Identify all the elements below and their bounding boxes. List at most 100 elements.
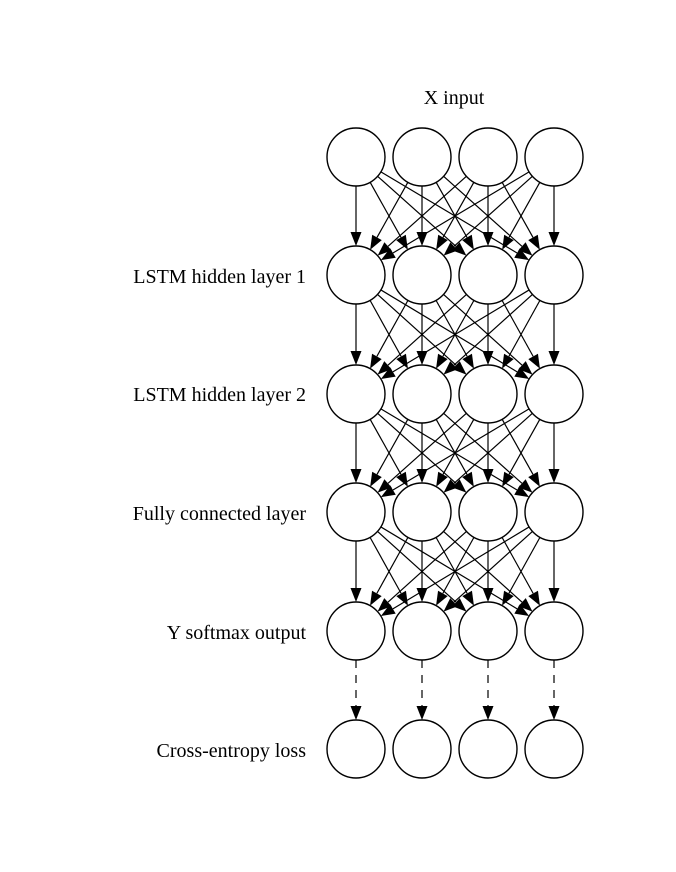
input-label: X input <box>424 87 485 109</box>
edge-fc-3-to-softmax-4-arrowhead <box>528 590 540 606</box>
node-loss-1 <box>326 719 386 779</box>
edge-fc-4-to-softmax-1 <box>392 526 530 610</box>
layer-label-loss: Cross-entropy loss <box>157 740 307 762</box>
edge-input-2-to-lstm1-4 <box>443 175 523 247</box>
node-input-1 <box>326 127 386 187</box>
edge-softmax-1-to-loss-1-arrowhead <box>350 706 362 720</box>
edge-fc-3-to-softmax-1 <box>387 530 467 603</box>
edge-lstm1-3-to-lstm2-1 <box>387 293 467 366</box>
node-fc-1 <box>326 482 386 542</box>
edge-input-3-to-lstm1-3-arrowhead <box>482 232 494 246</box>
edge-fc-3-to-softmax-1-arrowhead <box>377 598 392 612</box>
edge-lstm1-4-to-lstm2-2-arrowhead <box>443 361 458 375</box>
node-fc-3 <box>458 482 518 542</box>
edge-lstm1-4-to-lstm2-3-arrowhead <box>502 353 514 369</box>
edge-input-4-to-lstm1-3-arrowhead <box>502 234 514 250</box>
edge-lstm2-2-to-fc-4-arrowhead <box>518 479 533 493</box>
edge-lstm2-2-to-fc-4 <box>443 412 523 484</box>
edge-lstm1-1-to-lstm2-3 <box>377 293 457 366</box>
edge-input-4-to-lstm1-4-arrowhead <box>548 232 560 246</box>
node-input-2 <box>392 127 452 187</box>
edge-lstm2-4-to-fc-1-arrowhead <box>380 485 396 498</box>
edge-fc-3-to-softmax-2 <box>442 537 475 594</box>
edge-fc-1-to-softmax-4-arrowhead <box>514 604 530 617</box>
edge-fc-2-to-softmax-3 <box>435 537 468 594</box>
edge-lstm1-3-to-lstm2-1-arrowhead <box>377 361 392 375</box>
nodes-group <box>326 127 584 779</box>
edge-input-1-to-lstm1-4-arrowhead <box>514 248 530 261</box>
edge-input-2-to-lstm1-2-arrowhead <box>416 232 428 246</box>
edge-fc-1-to-softmax-3-arrowhead <box>452 598 467 612</box>
edge-lstm1-1-to-lstm2-4-arrowhead <box>514 367 530 380</box>
node-lstm1-2 <box>392 245 452 305</box>
edge-input-2-to-lstm1-3-arrowhead <box>462 234 474 250</box>
edge-input-4-to-lstm1-1-arrowhead <box>380 248 396 261</box>
node-loss-4 <box>524 719 584 779</box>
edge-fc-2-to-softmax-4 <box>443 530 523 603</box>
edge-input-2-to-lstm1-1-arrowhead <box>370 234 382 250</box>
edge-fc-1-to-softmax-4 <box>380 526 518 610</box>
edge-lstm2-4-to-fc-2-arrowhead <box>443 479 458 493</box>
edge-lstm1-2-to-lstm2-1-arrowhead <box>370 353 382 369</box>
edge-softmax-3-to-loss-3-arrowhead <box>482 706 494 720</box>
edge-lstm1-4-to-lstm2-2 <box>453 293 533 366</box>
edge-input-4-to-lstm1-3 <box>508 182 541 238</box>
edge-lstm2-3-to-fc-2-arrowhead <box>436 471 448 487</box>
edge-lstm1-2-to-lstm2-3 <box>435 300 468 357</box>
edge-input-1-to-lstm1-2 <box>369 182 402 238</box>
edge-fc-2-to-softmax-4-arrowhead <box>518 598 533 612</box>
edge-lstm2-1-to-fc-4 <box>380 408 518 491</box>
node-input-3 <box>458 127 518 187</box>
edge-fc-3-to-softmax-4 <box>501 537 534 594</box>
edge-input-1-to-lstm1-3 <box>377 175 457 247</box>
edge-input-2-to-lstm1-4-arrowhead <box>518 242 533 256</box>
edge-lstm1-3-to-lstm2-2 <box>442 300 475 357</box>
edge-fc-2-to-softmax-1-arrowhead <box>370 590 382 606</box>
edge-lstm2-4-to-fc-3-arrowhead <box>502 471 514 487</box>
edge-lstm2-1-to-fc-4-arrowhead <box>514 485 530 498</box>
edge-lstm1-2-to-lstm2-4 <box>443 293 523 366</box>
edge-input-4-to-lstm1-2-arrowhead <box>443 242 458 256</box>
edge-input-1-to-lstm1-1-arrowhead <box>350 232 362 246</box>
edge-input-3-to-lstm1-1-arrowhead <box>377 242 392 256</box>
edge-lstm1-3-to-lstm2-2-arrowhead <box>436 353 448 369</box>
edges-group <box>350 171 560 720</box>
edge-lstm2-2-to-fc-1-arrowhead <box>370 471 382 487</box>
node-lstm2-4 <box>524 364 584 424</box>
edge-fc-4-to-softmax-3-arrowhead <box>502 590 514 606</box>
edge-input-2-to-lstm1-1 <box>376 182 409 238</box>
edge-lstm1-4-to-lstm2-4-arrowhead <box>548 351 560 365</box>
node-lstm2-3 <box>458 364 518 424</box>
edge-lstm1-2-to-lstm2-3-arrowhead <box>462 353 474 369</box>
edge-lstm2-4-to-fc-4-arrowhead <box>548 469 560 483</box>
layer-label-softmax: Y softmax output <box>167 622 307 644</box>
edge-lstm2-2-to-fc-1 <box>376 419 409 475</box>
edge-input-3-to-lstm1-1 <box>387 175 467 247</box>
node-softmax-1 <box>326 601 386 661</box>
node-lstm1-4 <box>524 245 584 305</box>
edge-lstm2-2-to-fc-3 <box>435 419 468 475</box>
edge-lstm1-1-to-lstm2-4 <box>380 289 518 373</box>
edge-lstm1-2-to-lstm2-4-arrowhead <box>518 361 533 375</box>
edge-lstm2-2-to-fc-3-arrowhead <box>462 471 474 487</box>
edge-lstm1-3-to-lstm2-4 <box>501 300 534 357</box>
edge-lstm1-2-to-lstm2-2-arrowhead <box>416 351 428 365</box>
layer-label-fc: Fully connected layer <box>133 503 307 525</box>
edge-lstm2-1-to-fc-3 <box>377 412 457 484</box>
node-loss-2 <box>392 719 452 779</box>
edge-fc-1-to-softmax-3 <box>377 530 457 603</box>
edge-lstm1-3-to-lstm2-4-arrowhead <box>528 353 540 369</box>
edge-lstm2-3-to-fc-4-arrowhead <box>528 471 540 487</box>
node-fc-4 <box>524 482 584 542</box>
edge-input-1-to-lstm1-3-arrowhead <box>452 242 467 256</box>
edge-lstm2-3-to-fc-1-arrowhead <box>377 479 392 493</box>
edge-lstm2-4-to-fc-3 <box>508 419 541 475</box>
node-input-4 <box>524 127 584 187</box>
edge-softmax-2-to-loss-2-arrowhead <box>416 706 428 720</box>
node-softmax-3 <box>458 601 518 661</box>
edge-lstm2-3-to-fc-4 <box>501 419 534 475</box>
edge-fc-4-to-softmax-2-arrowhead <box>443 598 458 612</box>
edge-lstm1-1-to-lstm2-3-arrowhead <box>452 361 467 375</box>
edge-lstm2-1-to-fc-1-arrowhead <box>350 469 362 483</box>
